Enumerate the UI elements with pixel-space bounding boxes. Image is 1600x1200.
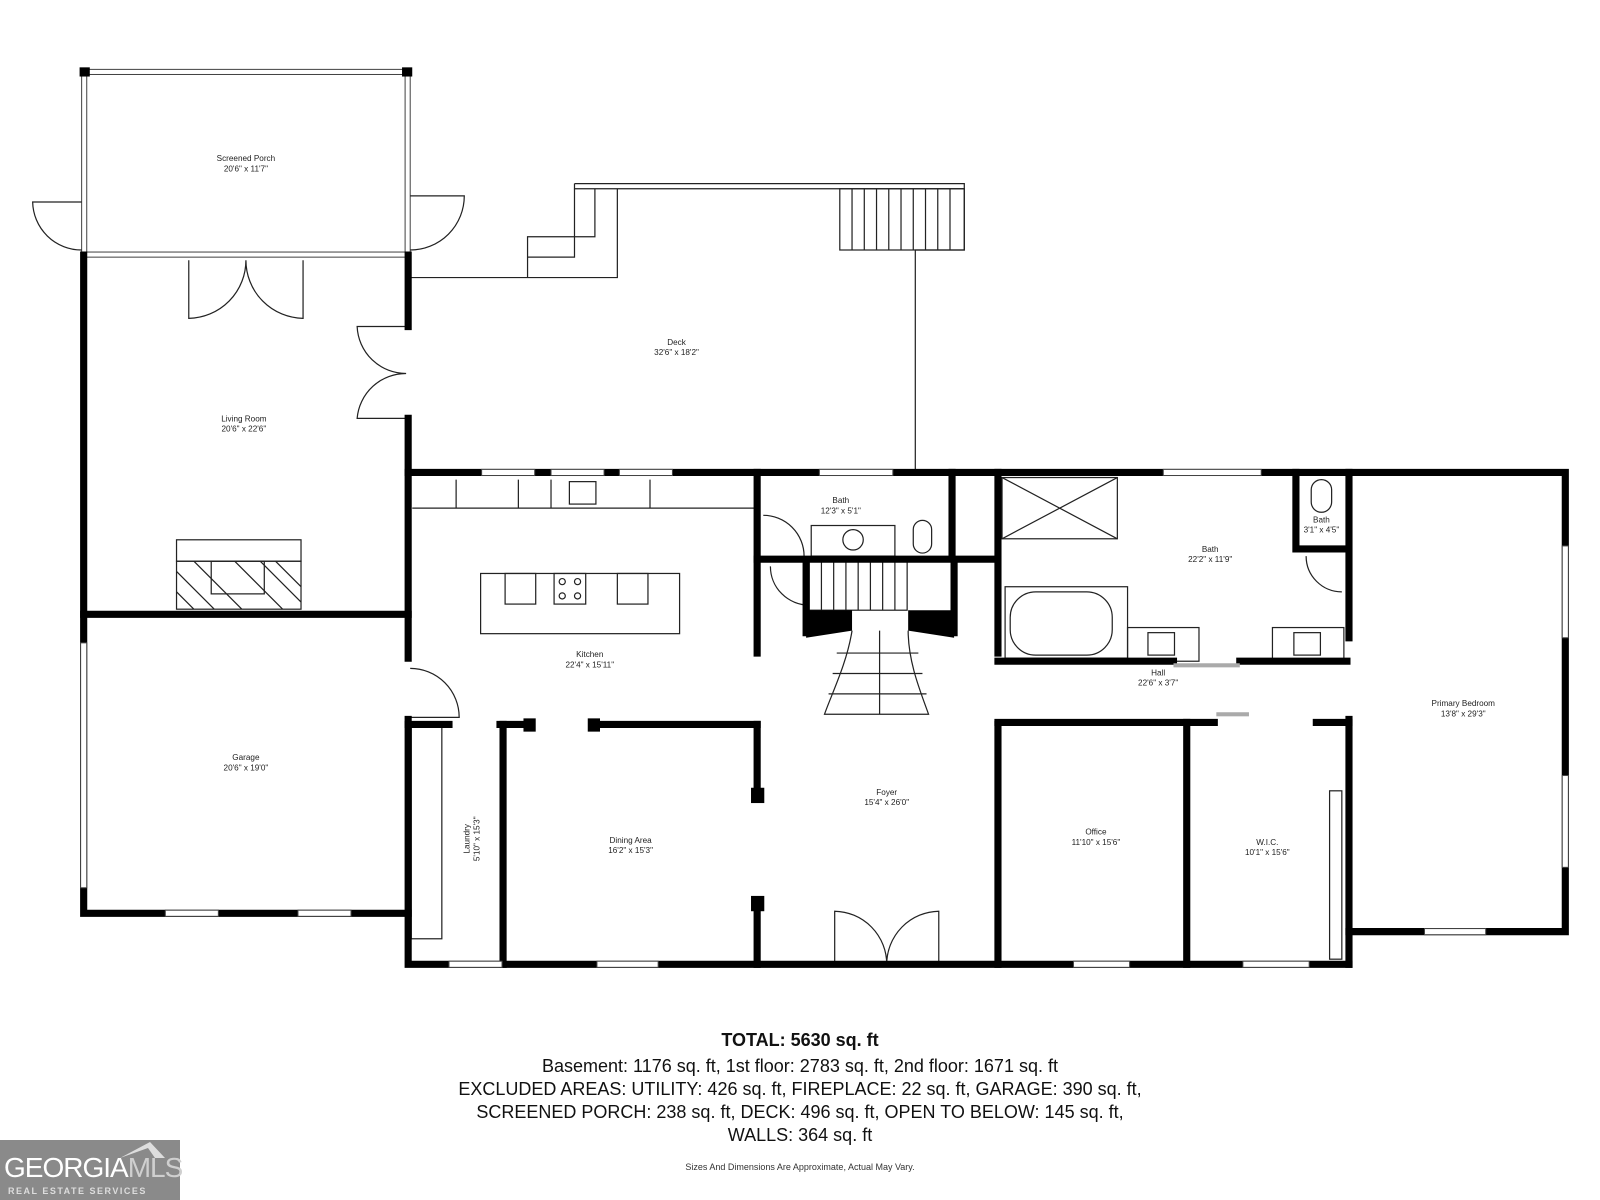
room-name: Deck bbox=[667, 338, 687, 347]
room-dims: 20'6" x 19'0" bbox=[224, 763, 269, 772]
georgia-mls-logo: GEORGIAMLS REAL ESTATE SERVICES bbox=[0, 1140, 184, 1200]
area-line-excluded-cont: SCREENED PORCH: 238 sq. ft, DECK: 496 sq… bbox=[476, 1102, 1124, 1122]
area-line-excluded: EXCLUDED AREAS: UTILITY: 426 sq. ft, FIR… bbox=[458, 1079, 1142, 1099]
logo-subtitle: REAL ESTATE SERVICES bbox=[8, 1186, 147, 1196]
staircase bbox=[806, 558, 955, 715]
room-name: Screened Porch bbox=[217, 154, 275, 163]
area-line-floors: Basement: 1176 sq. ft, 1st floor: 2783 s… bbox=[542, 1056, 1058, 1076]
roof-icon bbox=[120, 1142, 165, 1158]
deck-outline bbox=[410, 183, 965, 473]
room-dims: 11'10" x 15'6" bbox=[1072, 838, 1121, 847]
total-area: TOTAL: 5630 sq. ft bbox=[721, 1030, 879, 1050]
room-name: Office bbox=[1085, 828, 1107, 837]
room-dims: 22'2" x 11'9" bbox=[1188, 555, 1232, 564]
room-name: Kitchen bbox=[576, 650, 603, 659]
room-dims: 32'6" x 18'2" bbox=[654, 348, 699, 357]
room-dims: 15'4" x 26'0" bbox=[864, 798, 909, 807]
room-label: W.I.C.10'1" x 15'6" bbox=[1245, 838, 1290, 857]
room-dims: 22'6" x 3'7" bbox=[1138, 679, 1178, 688]
room-name: Bath bbox=[1313, 515, 1330, 524]
room-name: Bath bbox=[832, 496, 849, 505]
room-name: Living Room bbox=[221, 414, 267, 423]
fixtures bbox=[175, 476, 1345, 960]
room-name: Foyer bbox=[876, 788, 897, 797]
area-breakdown: Basement: 1176 sq. ft, 1st floor: 2783 s… bbox=[0, 1055, 1600, 1147]
room-name: Hall bbox=[1151, 669, 1165, 678]
disclaimer: Sizes And Dimensions Are Approximate, Ac… bbox=[685, 1162, 915, 1172]
room-name: W.I.C. bbox=[1256, 838, 1278, 847]
room-label: Laundry5'10" x 15'3" bbox=[462, 816, 481, 861]
area-line-walls: WALLS: 364 sq. ft bbox=[727, 1125, 873, 1145]
room-dims: 3'1" x 4'5" bbox=[1304, 526, 1340, 535]
room-label: Bath 3'1" x 4'5" bbox=[1304, 515, 1340, 534]
doors bbox=[188, 260, 1342, 965]
room-name: Bath bbox=[1202, 545, 1219, 554]
room-dims: 22'4" x 15'11" bbox=[565, 660, 614, 669]
logo-main: GEORGIA bbox=[4, 1152, 129, 1183]
room-name: Laundry bbox=[462, 823, 471, 853]
room-dims: 5'10" x 15'3" bbox=[473, 816, 482, 861]
room-name: Dining Area bbox=[610, 836, 653, 845]
room-label: Living Room 20'6" x 22'6" bbox=[221, 414, 267, 433]
room-dims: 16'2" x 15'3" bbox=[608, 846, 653, 855]
room-dims: 20'6" x 22'6" bbox=[222, 425, 267, 434]
room-dims: 20'6" x 11'7" bbox=[224, 164, 268, 173]
room-name: Primary Bedroom bbox=[1432, 699, 1496, 708]
room-name: Garage bbox=[232, 753, 260, 762]
room-dims: 10'1" x 15'6" bbox=[1245, 848, 1290, 857]
windows bbox=[80, 468, 1569, 968]
logo-accent: MLS bbox=[127, 1152, 184, 1183]
room-dims: 12'3" x 5'1" bbox=[821, 506, 861, 515]
room-dims: 13'8" x 29'3" bbox=[1441, 709, 1486, 718]
